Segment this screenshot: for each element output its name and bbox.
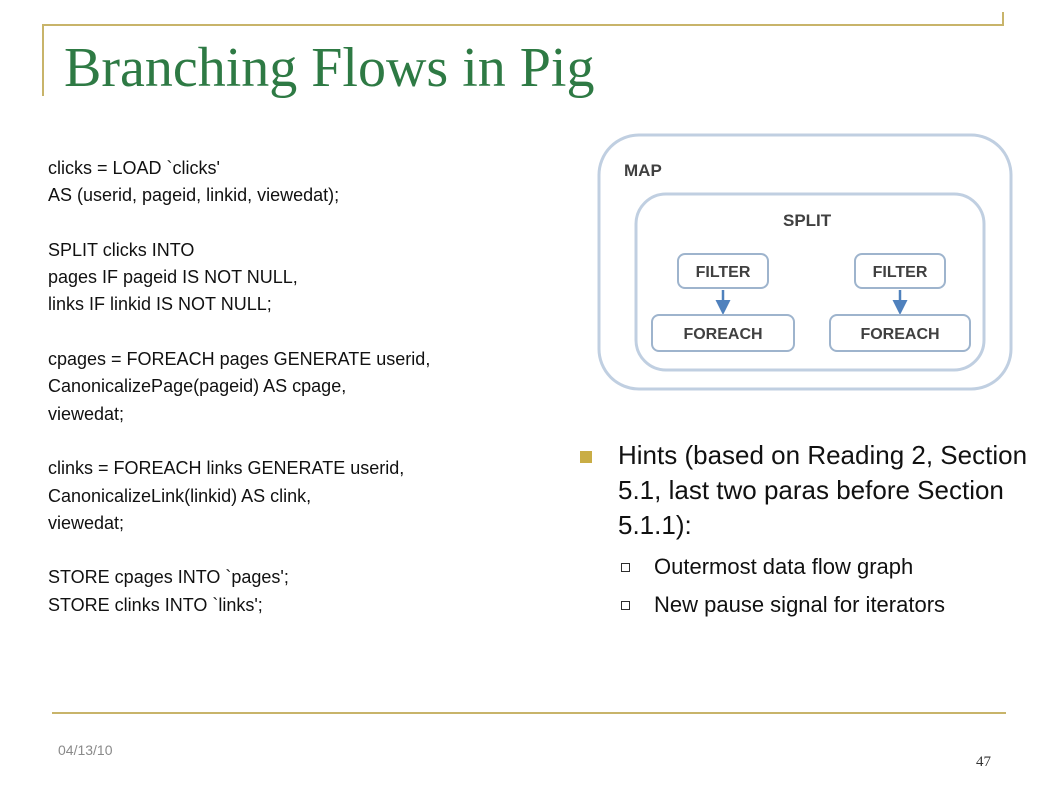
- right-foreach-label: FOREACH: [860, 326, 939, 343]
- code-line: SPLIT clicks INTO: [48, 239, 195, 260]
- hollow-square-bullet-icon: [621, 601, 630, 610]
- split-label: SPLIT: [783, 211, 832, 230]
- code-line: clicks = LOAD `clicks': [48, 158, 220, 178]
- code-line: links IF linkid IS NOT NULL;: [48, 294, 272, 315]
- code-line: [48, 537, 430, 564]
- frame-top-rule: [42, 24, 1004, 26]
- right-foreach-node: [829, 314, 971, 352]
- right-filter-label: FILTER: [873, 264, 928, 281]
- code-line: [48, 319, 430, 346]
- code-line: pages IF pageid IS NOT NULL,: [48, 267, 298, 288]
- hint-sub-item: Outermost data flow graph: [578, 553, 1038, 581]
- hint-sub-text: Outermost data flow graph: [654, 554, 914, 579]
- hints-section: Hints (based on Reading 2, Section 5.1, …: [578, 438, 1038, 619]
- hollow-square-bullet-icon: [621, 563, 630, 572]
- hint-sub-text: New pause signal for iterators: [654, 592, 946, 617]
- code-line: [48, 428, 430, 455]
- code-line: [48, 210, 430, 237]
- frame-left-rule: [42, 24, 44, 96]
- code-line: viewedat;: [48, 403, 125, 424]
- pig-code-block: clicks = LOAD `clicks' AS (userid, pagei…: [48, 155, 430, 619]
- left-filter-label: FILTER: [696, 264, 751, 281]
- left-foreach-label: FOREACH: [683, 326, 762, 343]
- left-foreach-node: [651, 314, 795, 352]
- code-line: STORE clinks INTO `links';: [48, 594, 263, 615]
- code-line: CanonicalizeLink(linkid) AS clink,: [48, 485, 312, 506]
- left-filter-node: [677, 253, 769, 289]
- footer-rule: [52, 712, 1006, 714]
- hint-main-item: Hints (based on Reading 2, Section 5.1, …: [578, 438, 1038, 543]
- right-filter-node: [854, 253, 946, 289]
- code-line: AS (userid, pageid, linkid, viewedat);: [48, 185, 340, 206]
- page-number: 47: [976, 754, 991, 770]
- square-bullet-icon: [580, 451, 592, 463]
- slide-date: 04/13/10: [58, 742, 113, 758]
- code-line: clinks = FOREACH links GENERATE userid,: [48, 458, 405, 479]
- code-line: CanonicalizePage(pageid) AS cpage,: [48, 376, 347, 397]
- hint-main-text: Hints (based on Reading 2, Section 5.1, …: [618, 440, 1028, 540]
- map-label: MAP: [624, 161, 662, 180]
- code-line: STORE cpages INTO `pages';: [48, 567, 289, 588]
- slide-title: Branching Flows in Pig: [64, 37, 595, 99]
- frame-corner-tick: [1002, 12, 1004, 26]
- hint-sub-item: New pause signal for iterators: [578, 591, 1038, 619]
- code-line: cpages = FOREACH pages GENERATE userid,: [48, 349, 431, 370]
- code-line: viewedat;: [48, 512, 125, 533]
- map-split-diagram: MAP SPLIT FILTER FOREACH FILTER FOREACH: [597, 133, 1013, 391]
